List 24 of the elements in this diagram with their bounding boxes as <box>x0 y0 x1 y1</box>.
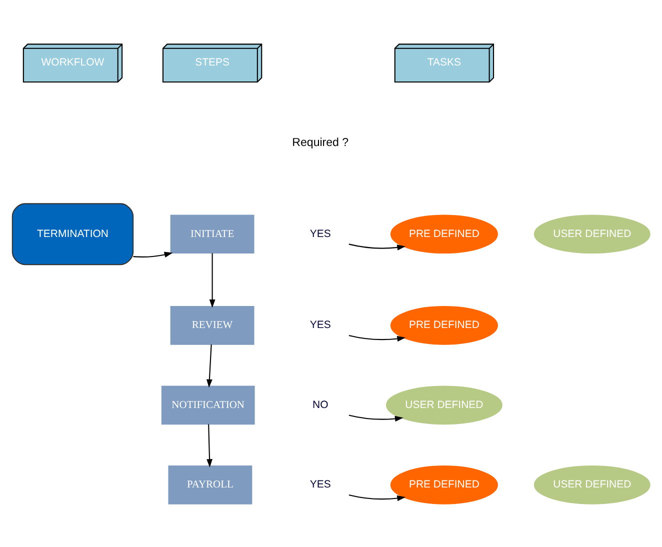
arrow <box>348 494 406 501</box>
node-box: TERMINATION <box>12 202 134 265</box>
node-text: YES <box>310 479 331 490</box>
node-text: YES <box>310 320 331 331</box>
node-text: YES <box>310 228 331 240</box>
arrow <box>133 251 173 258</box>
node-ellipse: PRE DEFINED <box>390 214 498 254</box>
arrow <box>348 243 406 250</box>
node-box: INITIATE <box>170 214 254 254</box>
node-ellipse: USER DEFINED <box>534 465 650 504</box>
arrow <box>209 252 216 308</box>
node-text: NO <box>312 399 328 410</box>
arrow <box>348 334 406 342</box>
node-box: NOTIFICATION <box>161 385 255 424</box>
node-box: PAYROLL <box>168 465 252 504</box>
label: Required ? <box>292 136 349 148</box>
node-ellipse: USER DEFINED <box>534 214 650 254</box>
node-ellipse: USER DEFINED <box>386 385 502 424</box>
arrow <box>348 414 404 422</box>
node-ellipse: PRE DEFINED <box>390 306 498 344</box>
node-ellipse: PRE DEFINED <box>390 465 498 504</box>
arrow <box>206 424 212 468</box>
arrow <box>206 344 212 388</box>
node-box: REVIEW <box>170 306 254 344</box>
